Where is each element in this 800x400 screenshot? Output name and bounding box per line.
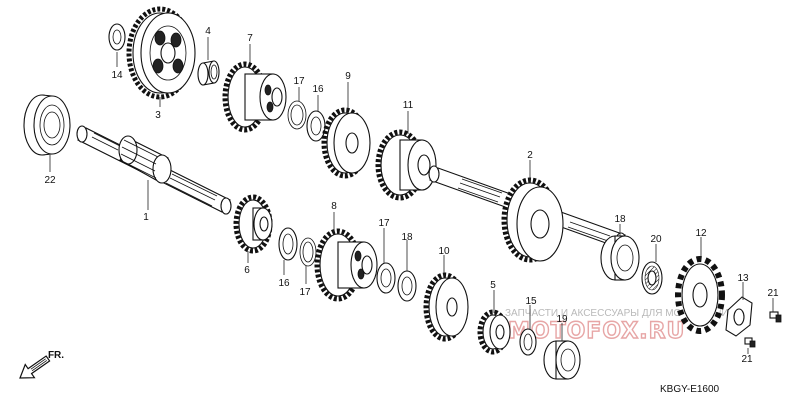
callout-9: 9 [345,71,351,82]
callout-14: 14 [111,70,123,81]
callout-22: 22 [44,175,56,186]
callout-1: 1 [143,212,149,223]
part-18-washer-lower[interactable] [397,270,417,302]
part-10-gear[interactable] [423,272,469,342]
part-11-gear[interactable] [375,129,437,201]
watermark-caption: ЗАПЧАСТИ И АКСЕССУАРЫ ДЛЯ МОТОТЕХНИКИ [505,308,742,319]
part-21-bolt-upper[interactable] [769,311,782,323]
callout-16-upper: 16 [312,84,324,95]
part-9-gear[interactable] [321,107,371,179]
callout-17-upper: 17 [293,76,305,87]
callout-8: 8 [331,201,337,212]
callout-4: 4 [205,26,211,37]
part-3-gear[interactable] [126,6,196,100]
callout-13: 13 [737,273,749,284]
callout-18-bearing: 18 [614,214,626,225]
part-12-drive-sprocket[interactable] [675,256,725,334]
part-15-washer[interactable] [519,328,537,356]
part-16-washer-lower[interactable] [278,227,298,261]
part-20-oil-seal[interactable] [641,261,663,295]
part-18-bearing[interactable] [600,235,640,281]
callout-5: 5 [490,280,496,291]
part-22-bearing[interactable] [23,94,71,156]
part-21-bolt-lower[interactable] [744,337,756,348]
front-label: FR. [48,350,64,361]
part-4-bushing[interactable] [197,60,220,86]
callout-6: 6 [244,265,250,276]
leader-lines [49,37,774,354]
watermark-brand: MOTOFOX.RU [508,319,685,344]
part-17-circlip-lower[interactable] [299,237,317,267]
part-19-bearing[interactable] [543,340,581,380]
front-arrow-icon [19,355,51,379]
part-17-circlip-upper[interactable] [287,100,307,130]
callout-18-lower: 18 [401,232,413,243]
callout-3: 3 [155,110,161,121]
callout-17-lower: 17 [378,218,390,229]
part-14-washer[interactable] [108,23,126,51]
callout-12: 12 [695,228,707,239]
part-5-gear[interactable] [477,309,511,355]
part-17-washer[interactable] [376,262,396,294]
callout-17-middle: 17 [299,287,311,298]
callout-15: 15 [525,296,537,307]
callout-19: 19 [556,314,568,325]
callout-7: 7 [247,33,253,44]
part-2-mainshaft[interactable] [428,165,627,263]
diagram-code: KBGY-E1600 [660,384,720,395]
part-8-gear[interactable] [314,228,378,302]
part-1-countershaft[interactable] [76,125,232,215]
part-6-gear[interactable] [233,194,273,254]
callout-2: 2 [527,150,533,161]
part-7-gear[interactable] [222,61,287,133]
callouts: 14 3 4 7 17 16 9 11 2 22 1 6 16 17 8 17 … [44,26,779,365]
callout-21-upper: 21 [767,288,779,299]
callout-20: 20 [650,234,662,245]
callout-16-lower: 16 [278,278,290,289]
callout-21-lower: 21 [741,354,753,365]
callout-10: 10 [438,246,450,257]
part-13-fixing-plate[interactable] [725,296,753,337]
callout-11: 11 [403,100,414,111]
